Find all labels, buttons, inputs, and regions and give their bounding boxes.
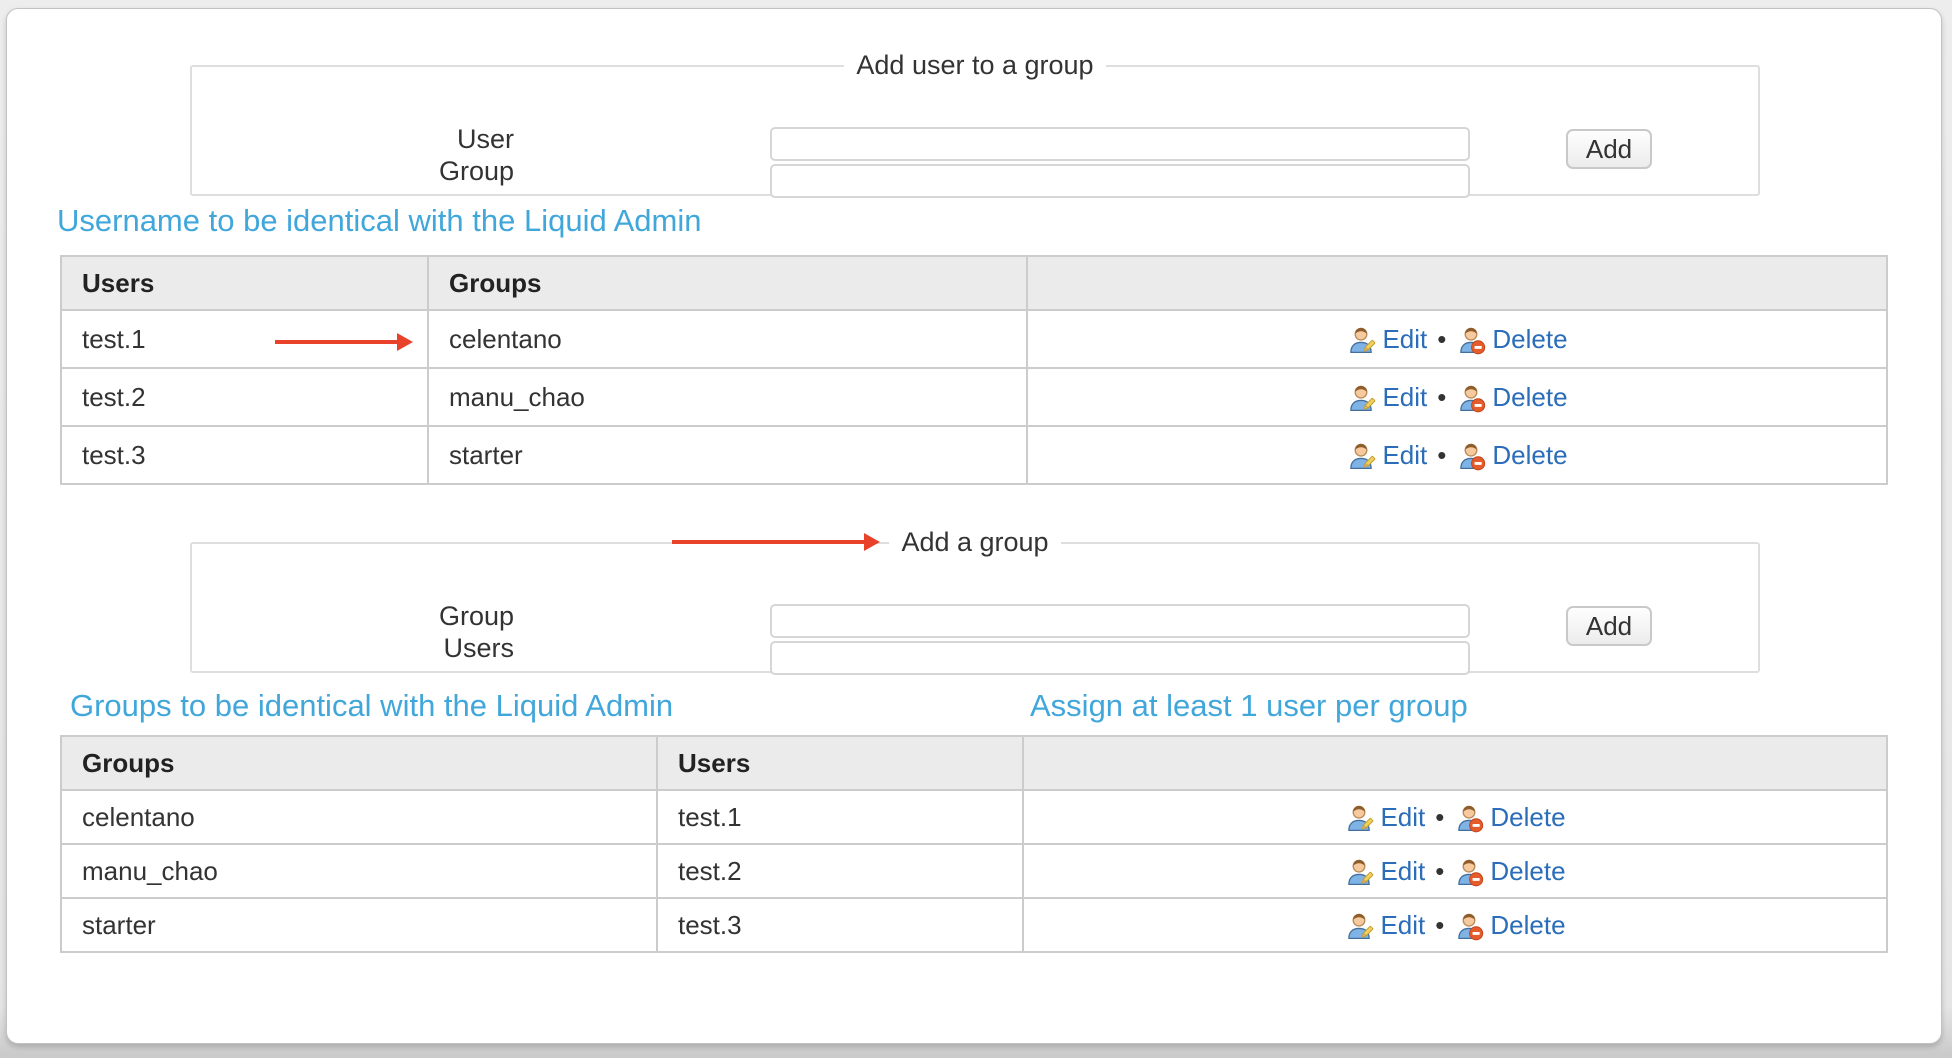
user-delete-icon[interactable] [1454, 803, 1484, 833]
edit-link[interactable]: Edit [1382, 323, 1428, 354]
user-cell: test.1 [60, 309, 429, 369]
group-cell: manu_chao [427, 367, 1028, 427]
column-header-actions [1026, 255, 1888, 311]
user-input[interactable] [770, 127, 1470, 161]
group-cell: starter [427, 425, 1028, 485]
group-input[interactable] [770, 604, 1470, 638]
user-edit-icon[interactable] [1346, 441, 1376, 471]
bullet-separator: • [1435, 909, 1445, 940]
table-row: manu_chao test.2 Edit • Delete [60, 843, 1888, 899]
bullet-separator: • [1435, 855, 1445, 886]
group-cell: celentano [60, 789, 658, 845]
delete-link[interactable]: Delete [1492, 381, 1568, 412]
column-header-actions [1022, 735, 1888, 791]
add-user-fieldset: Add user to a group User Group Add [190, 50, 1760, 198]
column-header-users: Users [656, 735, 1024, 791]
user-delete-icon[interactable] [1454, 911, 1484, 941]
add-group-legend: Add a group [901, 527, 1049, 557]
assign-note: Assign at least 1 user per group [1030, 688, 1468, 723]
user-edit-icon[interactable] [1344, 911, 1374, 941]
bullet-separator: • [1435, 801, 1445, 832]
column-header-groups: Groups [427, 255, 1028, 311]
row-actions: Edit • Delete [1026, 367, 1888, 427]
delete-link[interactable]: Delete [1490, 855, 1566, 886]
user-cell: test.3 [656, 897, 1024, 953]
column-header-users: Users [60, 255, 429, 311]
column-header-groups: Groups [60, 735, 658, 791]
groups-table-header-row: Groups Users [60, 735, 1888, 791]
groups-heading: Groups to be identical with the Liquid A… [70, 688, 674, 723]
row-actions: Edit • Delete [1022, 843, 1888, 899]
add-group-fieldset: Add a group Group Users Add [190, 527, 1760, 675]
user-edit-icon[interactable] [1346, 383, 1376, 413]
row-actions: Edit • Delete [1022, 789, 1888, 845]
user-cell: test.2 [656, 843, 1024, 899]
user-label: User [456, 124, 514, 154]
groups-table: Groups Users celentano test.1 Edit • Delet… [60, 735, 1888, 953]
user-edit-icon[interactable] [1344, 857, 1374, 887]
group-label: Group [438, 156, 514, 186]
table-row: starter test.3 Edit • Delete [60, 897, 1888, 953]
users-label: Users [443, 633, 514, 663]
user-edit-icon[interactable] [1346, 325, 1376, 355]
group-cell: celentano [427, 309, 1028, 369]
add-group-button[interactable]: Add [1566, 606, 1652, 646]
row-actions: Edit • Delete [1026, 309, 1888, 369]
edit-link[interactable]: Edit [1380, 855, 1426, 886]
edit-link[interactable]: Edit [1382, 439, 1428, 470]
row-actions: Edit • Delete [1026, 425, 1888, 485]
user-delete-icon[interactable] [1454, 857, 1484, 887]
user-cell: test.3 [60, 425, 429, 485]
delete-link[interactable]: Delete [1490, 801, 1566, 832]
users-table-header-row: Users Groups [60, 255, 1888, 311]
user-delete-icon[interactable] [1456, 441, 1486, 471]
edit-link[interactable]: Edit [1380, 909, 1426, 940]
bullet-separator: • [1437, 381, 1447, 412]
bullet-separator: • [1437, 323, 1447, 354]
user-delete-icon[interactable] [1456, 383, 1486, 413]
table-row: celentano test.1 Edit • Delete [60, 789, 1888, 845]
table-row: test.3 starter Edit • Delete [60, 425, 1888, 485]
delete-link[interactable]: Delete [1490, 909, 1566, 940]
edit-link[interactable]: Edit [1380, 801, 1426, 832]
user-edit-icon[interactable] [1344, 803, 1374, 833]
add-user-button[interactable]: Add [1566, 129, 1652, 169]
add-user-legend: Add user to a group [856, 50, 1094, 80]
table-row: test.1 celentano Edit • Delete [60, 309, 1888, 369]
bullet-separator: • [1437, 439, 1447, 470]
user-delete-icon[interactable] [1456, 325, 1486, 355]
user-cell: test.1 [656, 789, 1024, 845]
users-input[interactable] [770, 641, 1470, 675]
group-cell: starter [60, 897, 658, 953]
edit-link[interactable]: Edit [1382, 381, 1428, 412]
group-label: Group [438, 601, 514, 631]
users-table: Users Groups test.1 celentano Edit • Delet… [60, 255, 1888, 485]
group-input[interactable] [770, 164, 1470, 198]
row-actions: Edit • Delete [1022, 897, 1888, 953]
table-row: test.2 manu_chao Edit • Delete [60, 367, 1888, 427]
group-cell: manu_chao [60, 843, 658, 899]
delete-link[interactable]: Delete [1492, 323, 1568, 354]
users-heading: Username to be identical with the Liquid… [57, 203, 702, 238]
delete-link[interactable]: Delete [1492, 439, 1568, 470]
user-cell: test.2 [60, 367, 429, 427]
